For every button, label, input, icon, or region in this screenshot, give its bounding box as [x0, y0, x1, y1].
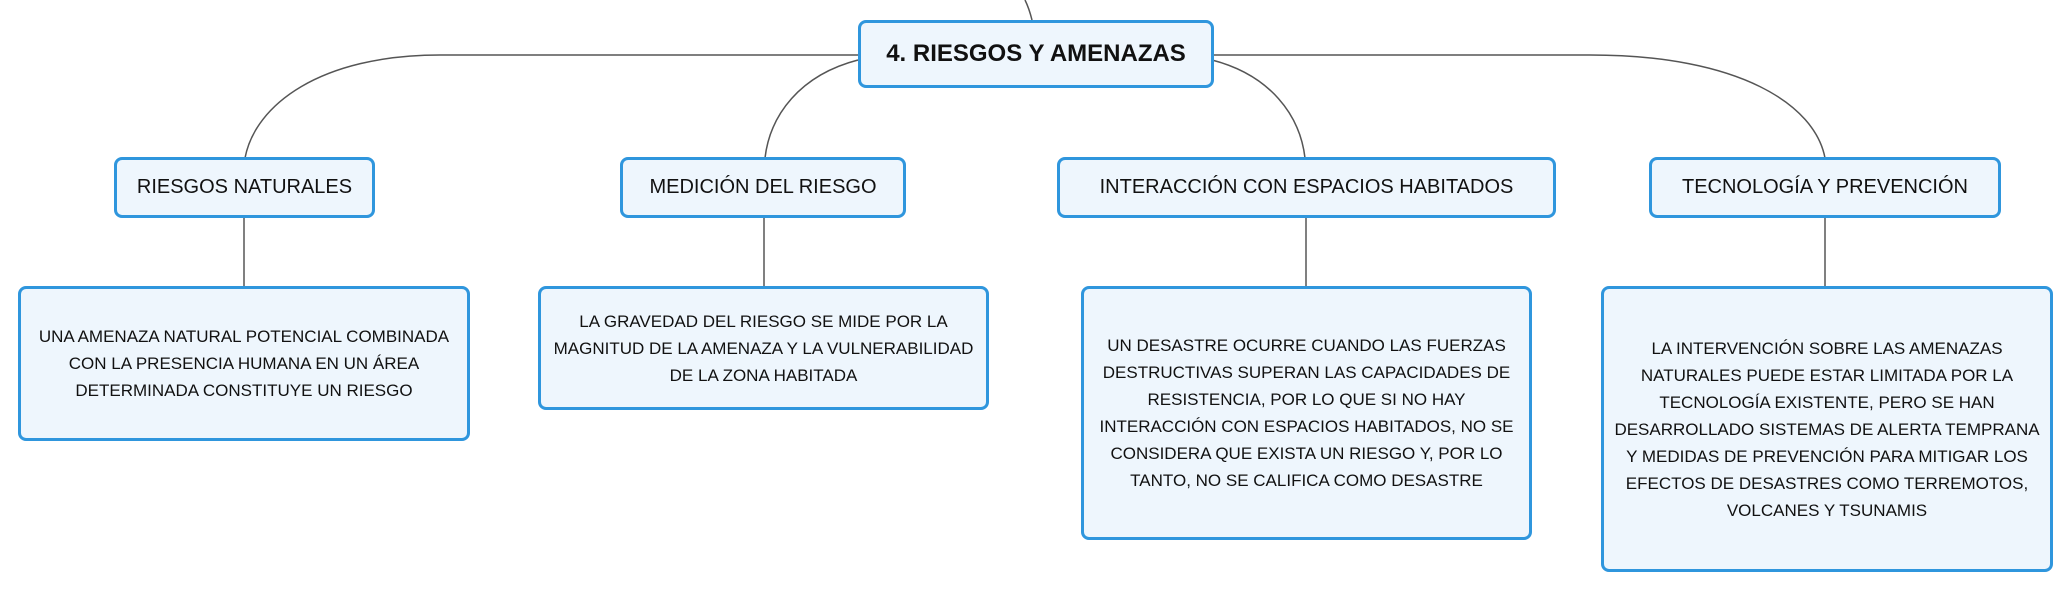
description-text: UNA AMENAZA NATURAL POTENCIAL COMBINADA … [38, 327, 450, 400]
description-interaccion-espacios[interactable]: UN DESASTRE OCURRE CUANDO LAS FUERZAS DE… [1081, 286, 1532, 540]
description-riesgos-naturales[interactable]: UNA AMENAZA NATURAL POTENCIAL COMBINADA … [18, 286, 470, 441]
description-medicion-riesgo[interactable]: LA GRAVEDAD DEL RIESGO SE MIDE POR LA MA… [538, 286, 989, 410]
topic-interaccion-espacios[interactable]: INTERACCIÓN CON ESPACIOS HABITADOS [1057, 157, 1556, 218]
root-topic-label: 4. RIESGOS Y AMENAZAS [886, 40, 1186, 67]
description-tecnologia-prevencion[interactable]: LA INTERVENCIÓN SOBRE LAS AMENAZAS NATUR… [1601, 286, 2053, 572]
topic-tecnologia-prevencion[interactable]: TECNOLOGÍA Y PREVENCIÓN [1649, 157, 2001, 218]
connector-root-riesgos-naturales [244, 54, 858, 159]
topic-medicion-riesgo[interactable]: MEDICIÓN DEL RIESGO [620, 157, 906, 218]
description-text: LA INTERVENCIÓN SOBRE LAS AMENAZAS NATUR… [1614, 338, 2040, 520]
description-text: UN DESASTRE OCURRE CUANDO LAS FUERZAS DE… [1099, 336, 1514, 490]
topic-label: RIESGOS NATURALES [136, 176, 353, 198]
topic-riesgos-naturales[interactable]: RIESGOS NATURALES [114, 157, 375, 218]
connector-root-medicion-riesgo [764, 59, 859, 159]
topic-label: MEDICIÓN DEL RIESGO [649, 176, 877, 198]
connector-root-interaccion [1211, 59, 1306, 159]
topic-label: TECNOLOGÍA Y PREVENCIÓN [1681, 176, 1968, 198]
topic-label: INTERACCIÓN CON ESPACIOS HABITADOS [1099, 176, 1514, 198]
root-topic[interactable]: 4. RIESGOS Y AMENAZAS [858, 20, 1214, 88]
description-text: LA GRAVEDAD DEL RIESGO SE MIDE POR LA MA… [553, 311, 974, 385]
connector-root-tecnologia [1212, 54, 1826, 159]
connector-parent-root [1024, 0, 1033, 21]
